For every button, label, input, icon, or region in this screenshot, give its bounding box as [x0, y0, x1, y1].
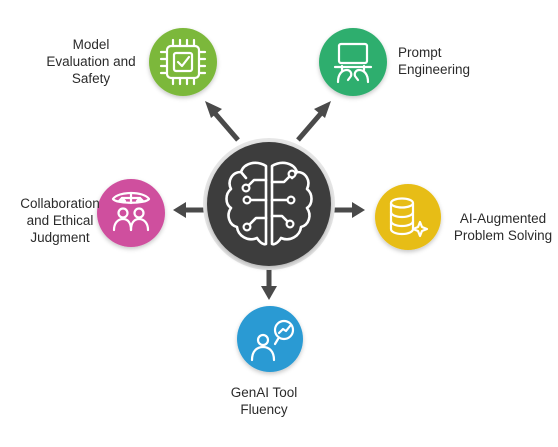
laptop-hands-icon: [333, 42, 373, 84]
node-genai-tool: [237, 306, 303, 372]
label-genai-tool: GenAI Tool Fluency: [230, 385, 298, 417]
hub: [203, 138, 335, 270]
arrow-to-collaboration: [173, 202, 208, 218]
node-collaboration: [97, 179, 165, 247]
arrow-to-ai-problem-solving: [330, 202, 365, 218]
node-ai-problem-solving: [375, 184, 441, 250]
label-collaboration: Collaboration and Ethical Judgment: [20, 196, 100, 245]
arrow-to-genai-tool: [261, 266, 277, 300]
node-model-evaluation: [149, 28, 217, 96]
brain-circuit-nodes: [241, 169, 297, 232]
chip-check-icon: [159, 38, 207, 86]
label-prompt-engineering: Prompt Engineering: [398, 45, 471, 77]
arrow-to-prompt-engineering: [296, 101, 331, 142]
person-chart-icon: [250, 319, 295, 362]
scales-people-icon: [111, 191, 151, 232]
label-ai-problem-solving: AI-Augmented Problem Solving: [453, 211, 553, 243]
label-model-evaluation: Model Evaluation and Safety: [46, 37, 136, 86]
database-sparkle-icon: [389, 197, 429, 238]
arrow-to-model-evaluation: [205, 101, 240, 142]
node-prompt-engineering: [319, 28, 387, 96]
